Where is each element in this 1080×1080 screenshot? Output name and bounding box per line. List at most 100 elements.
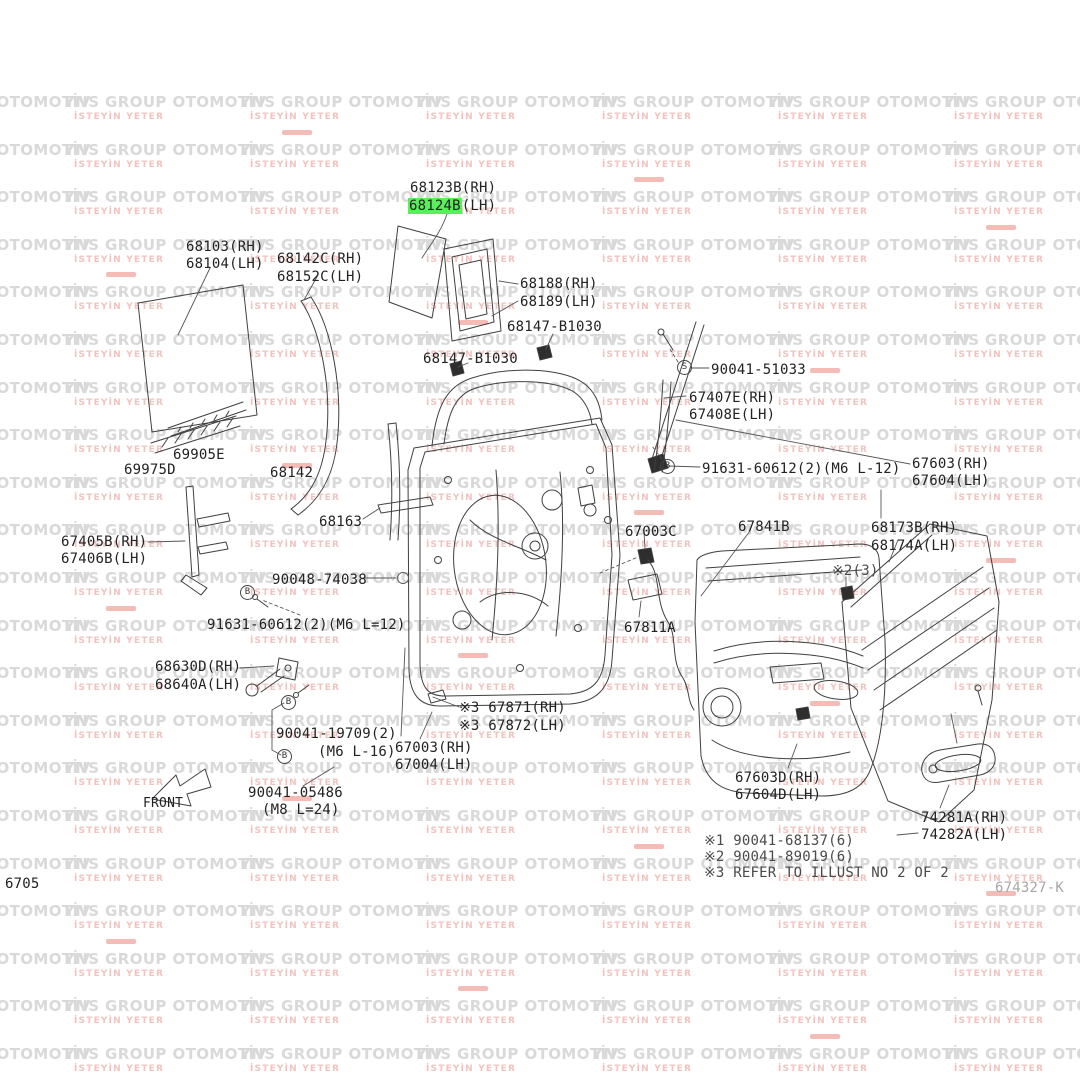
watermark-text: YNS GROUP OTOMOTİV bbox=[416, 569, 619, 587]
switch-panel-art bbox=[921, 743, 996, 783]
watermark-text: YNS GROUP OTOMOTİV bbox=[944, 378, 1080, 397]
watermark-text: YNS GROUP OTOMOTİV bbox=[0, 759, 91, 778]
watermark-subtext: İSTEYİN YETER bbox=[954, 826, 1045, 836]
watermark-subtext: İSTEYİN YETER bbox=[602, 159, 693, 170]
watermark-text: YNS GROUP OTOMOTİV bbox=[64, 140, 267, 159]
watermark-subtext: İSTEYİN YETER bbox=[74, 921, 165, 932]
watermark-text: YNS GROUP OTOMOTİV bbox=[768, 93, 971, 111]
circled-marker-s: S bbox=[677, 360, 692, 375]
watermark-subtext: İSTEYİN YETER bbox=[954, 1016, 1045, 1027]
watermark-subtext: İSTEYİN YETER bbox=[778, 683, 869, 694]
watermark-accent-bar bbox=[810, 700, 840, 706]
circled-marker-b: B bbox=[277, 749, 292, 764]
watermark-subtext: İSTEYİN YETER bbox=[74, 302, 165, 313]
watermark-subtext: İSTEYİN YETER bbox=[74, 207, 165, 218]
part-label: 68104(LH) bbox=[186, 256, 264, 272]
watermark-subtext: İSTEYİN YETER bbox=[778, 1064, 869, 1074]
watermark-subtext: İSTEYİN YETER bbox=[954, 873, 1045, 884]
watermark-text: YNS GROUP OTOMOTİV bbox=[944, 997, 1080, 1016]
part-label: 67811A bbox=[624, 620, 676, 636]
watermark-subtext: İSTEYİN YETER bbox=[954, 445, 1045, 456]
front-arrow-icon bbox=[151, 768, 212, 807]
part-label: 67603D(RH) bbox=[735, 770, 822, 786]
watermark-subtext: İSTEYİN YETER bbox=[778, 588, 869, 598]
watermark-subtext: İSTEYİN YETER bbox=[602, 207, 693, 218]
watermark-accent-bar bbox=[634, 177, 664, 183]
watermark-subtext: İSTEYİN YETER bbox=[602, 350, 693, 360]
watermark-text: YNS GROUP OTOMOTİV bbox=[0, 378, 91, 397]
watermark-text: YNS GROUP OTOMOTİV bbox=[0, 807, 91, 825]
watermark-subtext: İSTEYİN YETER bbox=[954, 778, 1045, 789]
watermark-subtext: İSTEYİN YETER bbox=[778, 921, 869, 932]
watermark-subtext: İSTEYİN YETER bbox=[74, 254, 165, 265]
watermark-text: YNS GROUP OTOMOTİV bbox=[64, 807, 267, 825]
part-label: 68640A(LH) bbox=[155, 677, 242, 693]
part-label: 68173B(RH) bbox=[871, 520, 958, 536]
watermark-subtext: İSTEYİN YETER bbox=[426, 730, 517, 741]
watermark-text: YNS GROUP OTOMOTİV bbox=[416, 664, 619, 683]
watermark-subtext: İSTEYİN YETER bbox=[954, 397, 1045, 408]
watermark-subtext: İSTEYİN YETER bbox=[74, 540, 165, 551]
watermark-subtext: İSTEYİN YETER bbox=[954, 302, 1045, 313]
watermark-text: YNS GROUP OTOMOTİV bbox=[240, 1045, 443, 1063]
watermark-accent-bar bbox=[106, 272, 136, 278]
watermark-text: YNS GROUP OTOMOTİV bbox=[592, 997, 795, 1016]
watermark-text: YNS GROUP OTOMOTİV bbox=[240, 902, 443, 921]
part-label: 68189(LH) bbox=[520, 294, 598, 310]
watermark-text: YNS GROUP OTOMOTİV bbox=[0, 664, 91, 683]
watermark-text: YNS GROUP OTOMOTİV bbox=[416, 949, 619, 968]
watermark-text: YNS GROUP OTOMOTİV bbox=[768, 616, 971, 635]
watermark-subtext: İSTEYİN YETER bbox=[426, 397, 517, 408]
watermark-text: YNS GROUP OTOMOTİV bbox=[592, 807, 795, 825]
watermark-subtext: İSTEYİN YETER bbox=[954, 350, 1045, 360]
watermark-subtext: İSTEYİN YETER bbox=[250, 873, 341, 884]
watermark-subtext: İSTEYİN YETER bbox=[250, 207, 341, 218]
watermark-text: YNS GROUP OTOMOTİV bbox=[240, 807, 443, 825]
watermark-subtext: İSTEYİN YETER bbox=[250, 921, 341, 932]
watermark-subtext: İSTEYİN YETER bbox=[426, 1064, 517, 1074]
watermark-accent-bar bbox=[282, 796, 312, 801]
watermark-text: YNS GROUP OTOMOTİV bbox=[0, 235, 91, 254]
watermark-text: YNS GROUP OTOMOTİV bbox=[64, 426, 267, 445]
watermark-subtext: İSTEYİN YETER bbox=[778, 635, 869, 646]
watermark-subtext: İSTEYİN YETER bbox=[426, 921, 517, 932]
watermark-text: YNS GROUP OTOMOTİV bbox=[944, 188, 1080, 207]
watermark-text: YNS GROUP OTOMOTİV bbox=[768, 902, 971, 921]
watermark-subtext: İSTEYİN YETER bbox=[250, 112, 341, 122]
watermark-subtext: İSTEYİN YETER bbox=[250, 588, 341, 598]
watermark-subtext: İSTEYİN YETER bbox=[74, 112, 165, 122]
watermark-subtext: İSTEYİN YETER bbox=[250, 254, 341, 265]
watermark-accent-bar bbox=[458, 986, 488, 992]
watermark-text: YNS GROUP OTOMOTİV bbox=[64, 1045, 267, 1063]
watermark-text: YNS GROUP OTOMOTİV bbox=[416, 997, 619, 1016]
part-label: 67003(RH) bbox=[395, 740, 473, 756]
watermark-text: YNS GROUP OTOMOTİV bbox=[944, 616, 1080, 635]
watermark-subtext: İSTEYİN YETER bbox=[602, 921, 693, 932]
watermark-subtext: İSTEYİN YETER bbox=[778, 826, 869, 836]
circled-marker-b: B bbox=[281, 695, 296, 710]
part-label: ※3 REFER TO ILLUST NO 2 OF 2 bbox=[704, 865, 949, 881]
watermark-text: YNS GROUP OTOMOTİV bbox=[768, 664, 971, 683]
watermark-text: YNS GROUP OTOMOTİV bbox=[0, 569, 91, 587]
part-label: FRONT bbox=[143, 796, 184, 811]
watermark-subtext: İSTEYİN YETER bbox=[250, 159, 341, 170]
watermark-subtext: İSTEYİN YETER bbox=[250, 1064, 341, 1074]
door-glass-art bbox=[137, 284, 258, 433]
watermark-accent-bar bbox=[986, 891, 1016, 897]
watermark-text: YNS GROUP OTOMOTİV bbox=[0, 521, 91, 540]
part-label: 67604(LH) bbox=[912, 473, 990, 489]
watermark-subtext: İSTEYİN YETER bbox=[74, 778, 165, 789]
watermark-subtext: İSTEYİN YETER bbox=[778, 302, 869, 313]
watermark-text: YNS GROUP OTOMOTİV bbox=[64, 93, 267, 111]
watermark-text: YNS GROUP OTOMOTİV bbox=[592, 664, 795, 683]
part-label: 68152C(LH) bbox=[277, 269, 364, 285]
watermark-text: YNS GROUP OTOMOTİV bbox=[64, 283, 267, 302]
watermark-text: YNS GROUP OTOMOTİV bbox=[0, 473, 91, 492]
watermark-subtext: İSTEYİN YETER bbox=[250, 1016, 341, 1027]
watermark-text: YNS GROUP OTOMOTİV bbox=[64, 188, 267, 207]
watermark-subtext: İSTEYİN YETER bbox=[778, 1016, 869, 1027]
door-panel-art bbox=[407, 417, 621, 707]
part-label: 68142C(RH) bbox=[277, 251, 364, 267]
